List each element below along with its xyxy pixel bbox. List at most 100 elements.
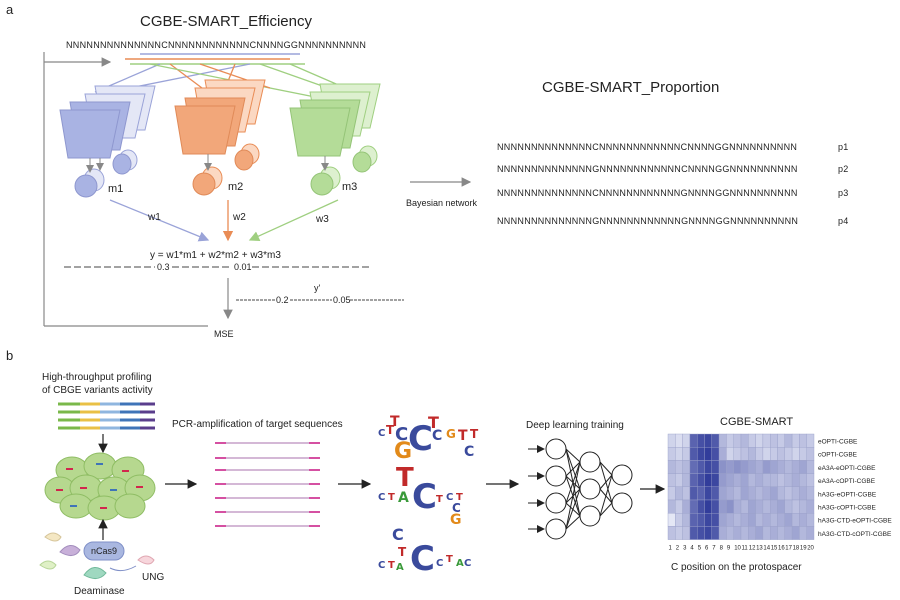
heatmap-title: CGBE-SMART bbox=[720, 416, 793, 428]
heatmap-cell bbox=[704, 486, 713, 501]
deep-learning-label: Deep learning training bbox=[526, 420, 624, 431]
heatmap-cell bbox=[791, 526, 800, 540]
heatmap-cell bbox=[740, 513, 749, 527]
heatmap-cell bbox=[726, 499, 734, 514]
heatmap-cell bbox=[733, 513, 742, 527]
heatmap-cell bbox=[667, 433, 676, 448]
svg-text:T: T bbox=[458, 428, 468, 444]
heatmap-col-label: 10 bbox=[734, 546, 741, 552]
heatmap-cell bbox=[755, 447, 764, 461]
heatmap-cell bbox=[770, 499, 778, 514]
heatmap-cell bbox=[777, 499, 786, 514]
heatmap-col-label: 15 bbox=[771, 546, 778, 552]
svg-text:C: C bbox=[408, 419, 433, 459]
heatmap-cell bbox=[762, 513, 771, 527]
heatmap-col-label: 7 bbox=[712, 546, 716, 552]
svg-text:C: C bbox=[392, 525, 404, 544]
heatmap-cell bbox=[718, 499, 727, 514]
proportion-label-4: p4 bbox=[838, 216, 849, 226]
svg-text:C: C bbox=[446, 492, 453, 503]
heatmap-cell bbox=[667, 513, 676, 527]
heatmap-cell bbox=[689, 433, 698, 448]
heatmap-cell bbox=[791, 513, 800, 527]
heatmap-cell bbox=[762, 460, 771, 474]
heatmap-cell bbox=[704, 526, 713, 540]
heatmap-cell bbox=[697, 513, 705, 527]
heatmap-col-label: 20 bbox=[807, 546, 814, 552]
ensemble-equation: y = w1*m1 + w2*m2 + w3*m3 bbox=[150, 250, 281, 261]
svg-text:A: A bbox=[398, 490, 409, 506]
y-prime: y' bbox=[314, 283, 321, 293]
heatmap-cell bbox=[784, 447, 793, 461]
heatmap-cell bbox=[682, 486, 691, 501]
svg-text:0.2: 0.2 bbox=[276, 295, 289, 305]
heatmap-cell bbox=[667, 473, 676, 488]
weight-label-w2: w2 bbox=[232, 212, 246, 223]
heatmap-cell bbox=[748, 447, 756, 461]
heatmap-cell bbox=[755, 526, 764, 540]
svg-text:C: C bbox=[378, 560, 385, 571]
heatmap-cell bbox=[762, 499, 771, 514]
heatmap-cell bbox=[784, 526, 793, 540]
heatmap-cell bbox=[806, 460, 815, 474]
heatmap-cell bbox=[770, 526, 778, 540]
heatmap-cell bbox=[755, 486, 764, 501]
svg-text:0.01: 0.01 bbox=[234, 262, 252, 272]
heatmap-cell bbox=[748, 473, 756, 488]
heatmap-cell bbox=[704, 499, 713, 514]
model-3-stack bbox=[289, 83, 381, 196]
bayesian-label: Bayesian network bbox=[406, 198, 478, 208]
heatmap-cell bbox=[675, 526, 683, 540]
heatmap-cell bbox=[726, 486, 734, 501]
heatmap-cell bbox=[667, 526, 676, 540]
heatmap-cell bbox=[689, 526, 698, 540]
pcr-label: PCR-amplification of target sequences bbox=[172, 419, 343, 430]
svg-text:C: C bbox=[378, 492, 385, 503]
heatmap-cell bbox=[740, 460, 749, 474]
heatmap-cell bbox=[740, 433, 749, 448]
heatmap-cell bbox=[762, 447, 771, 461]
heatmap-cell bbox=[711, 526, 720, 540]
model-label-m2: m2 bbox=[228, 181, 243, 193]
panel-a-label: a bbox=[6, 2, 14, 17]
panel-b-label: b bbox=[6, 348, 13, 363]
weight-label-w3: w3 bbox=[315, 214, 329, 225]
sequence-logo-2: C T T A C T C T C G bbox=[378, 463, 463, 528]
heatmap-col-label: 6 bbox=[705, 546, 709, 552]
heatmap-cell bbox=[762, 526, 771, 540]
svg-text:C: C bbox=[464, 558, 471, 569]
heatmap-cell bbox=[777, 526, 786, 540]
sequence-logo-1: C T C T G C T C G T T C bbox=[378, 413, 479, 464]
heatmap-cell bbox=[682, 447, 691, 461]
heatmap-row-label: eA3A-eOPTI-CGBE bbox=[818, 465, 876, 472]
heatmap-cell bbox=[762, 486, 771, 501]
heatmap-col-label: 18 bbox=[793, 546, 800, 552]
proportion-seq-1: NNNNNNNNNNNNNNCNNNNNNNNNNNNCNNNNGGNNNNNN… bbox=[497, 142, 797, 152]
neural-network bbox=[545, 438, 633, 540]
svg-text:T: T bbox=[456, 492, 463, 503]
proportion-label-1: p1 bbox=[838, 142, 849, 152]
heatmap-cell bbox=[791, 473, 800, 488]
heatmap-cell bbox=[718, 526, 727, 540]
heatmap-col-label: 1 bbox=[669, 546, 673, 552]
heatmap-cell bbox=[806, 473, 815, 488]
svg-text:C: C bbox=[410, 539, 435, 579]
heatmap-cell bbox=[770, 513, 778, 527]
heatmap-cell bbox=[726, 526, 734, 540]
heatmap-cell bbox=[675, 486, 683, 501]
heatmap-cell bbox=[770, 447, 778, 461]
heatmap-cell bbox=[799, 447, 807, 461]
observed-line: 0.2 0.05 bbox=[236, 295, 404, 305]
heatmap-cell bbox=[784, 499, 793, 514]
weight-label-w1: w1 bbox=[147, 212, 161, 223]
heatmap-cell bbox=[711, 486, 720, 501]
heatmap-cell bbox=[740, 486, 749, 501]
heatmap-cell bbox=[799, 526, 807, 540]
editor-proteins bbox=[39, 532, 155, 579]
heatmap-cell bbox=[740, 447, 749, 461]
heatmap-row-label: hA3G-eOPTI-CGBE bbox=[818, 491, 877, 498]
svg-text:T: T bbox=[388, 492, 395, 503]
heatmap-cell bbox=[791, 460, 800, 474]
heatmap-cell bbox=[689, 447, 698, 461]
profiling-text-1: High-throughput profiling bbox=[42, 372, 152, 383]
